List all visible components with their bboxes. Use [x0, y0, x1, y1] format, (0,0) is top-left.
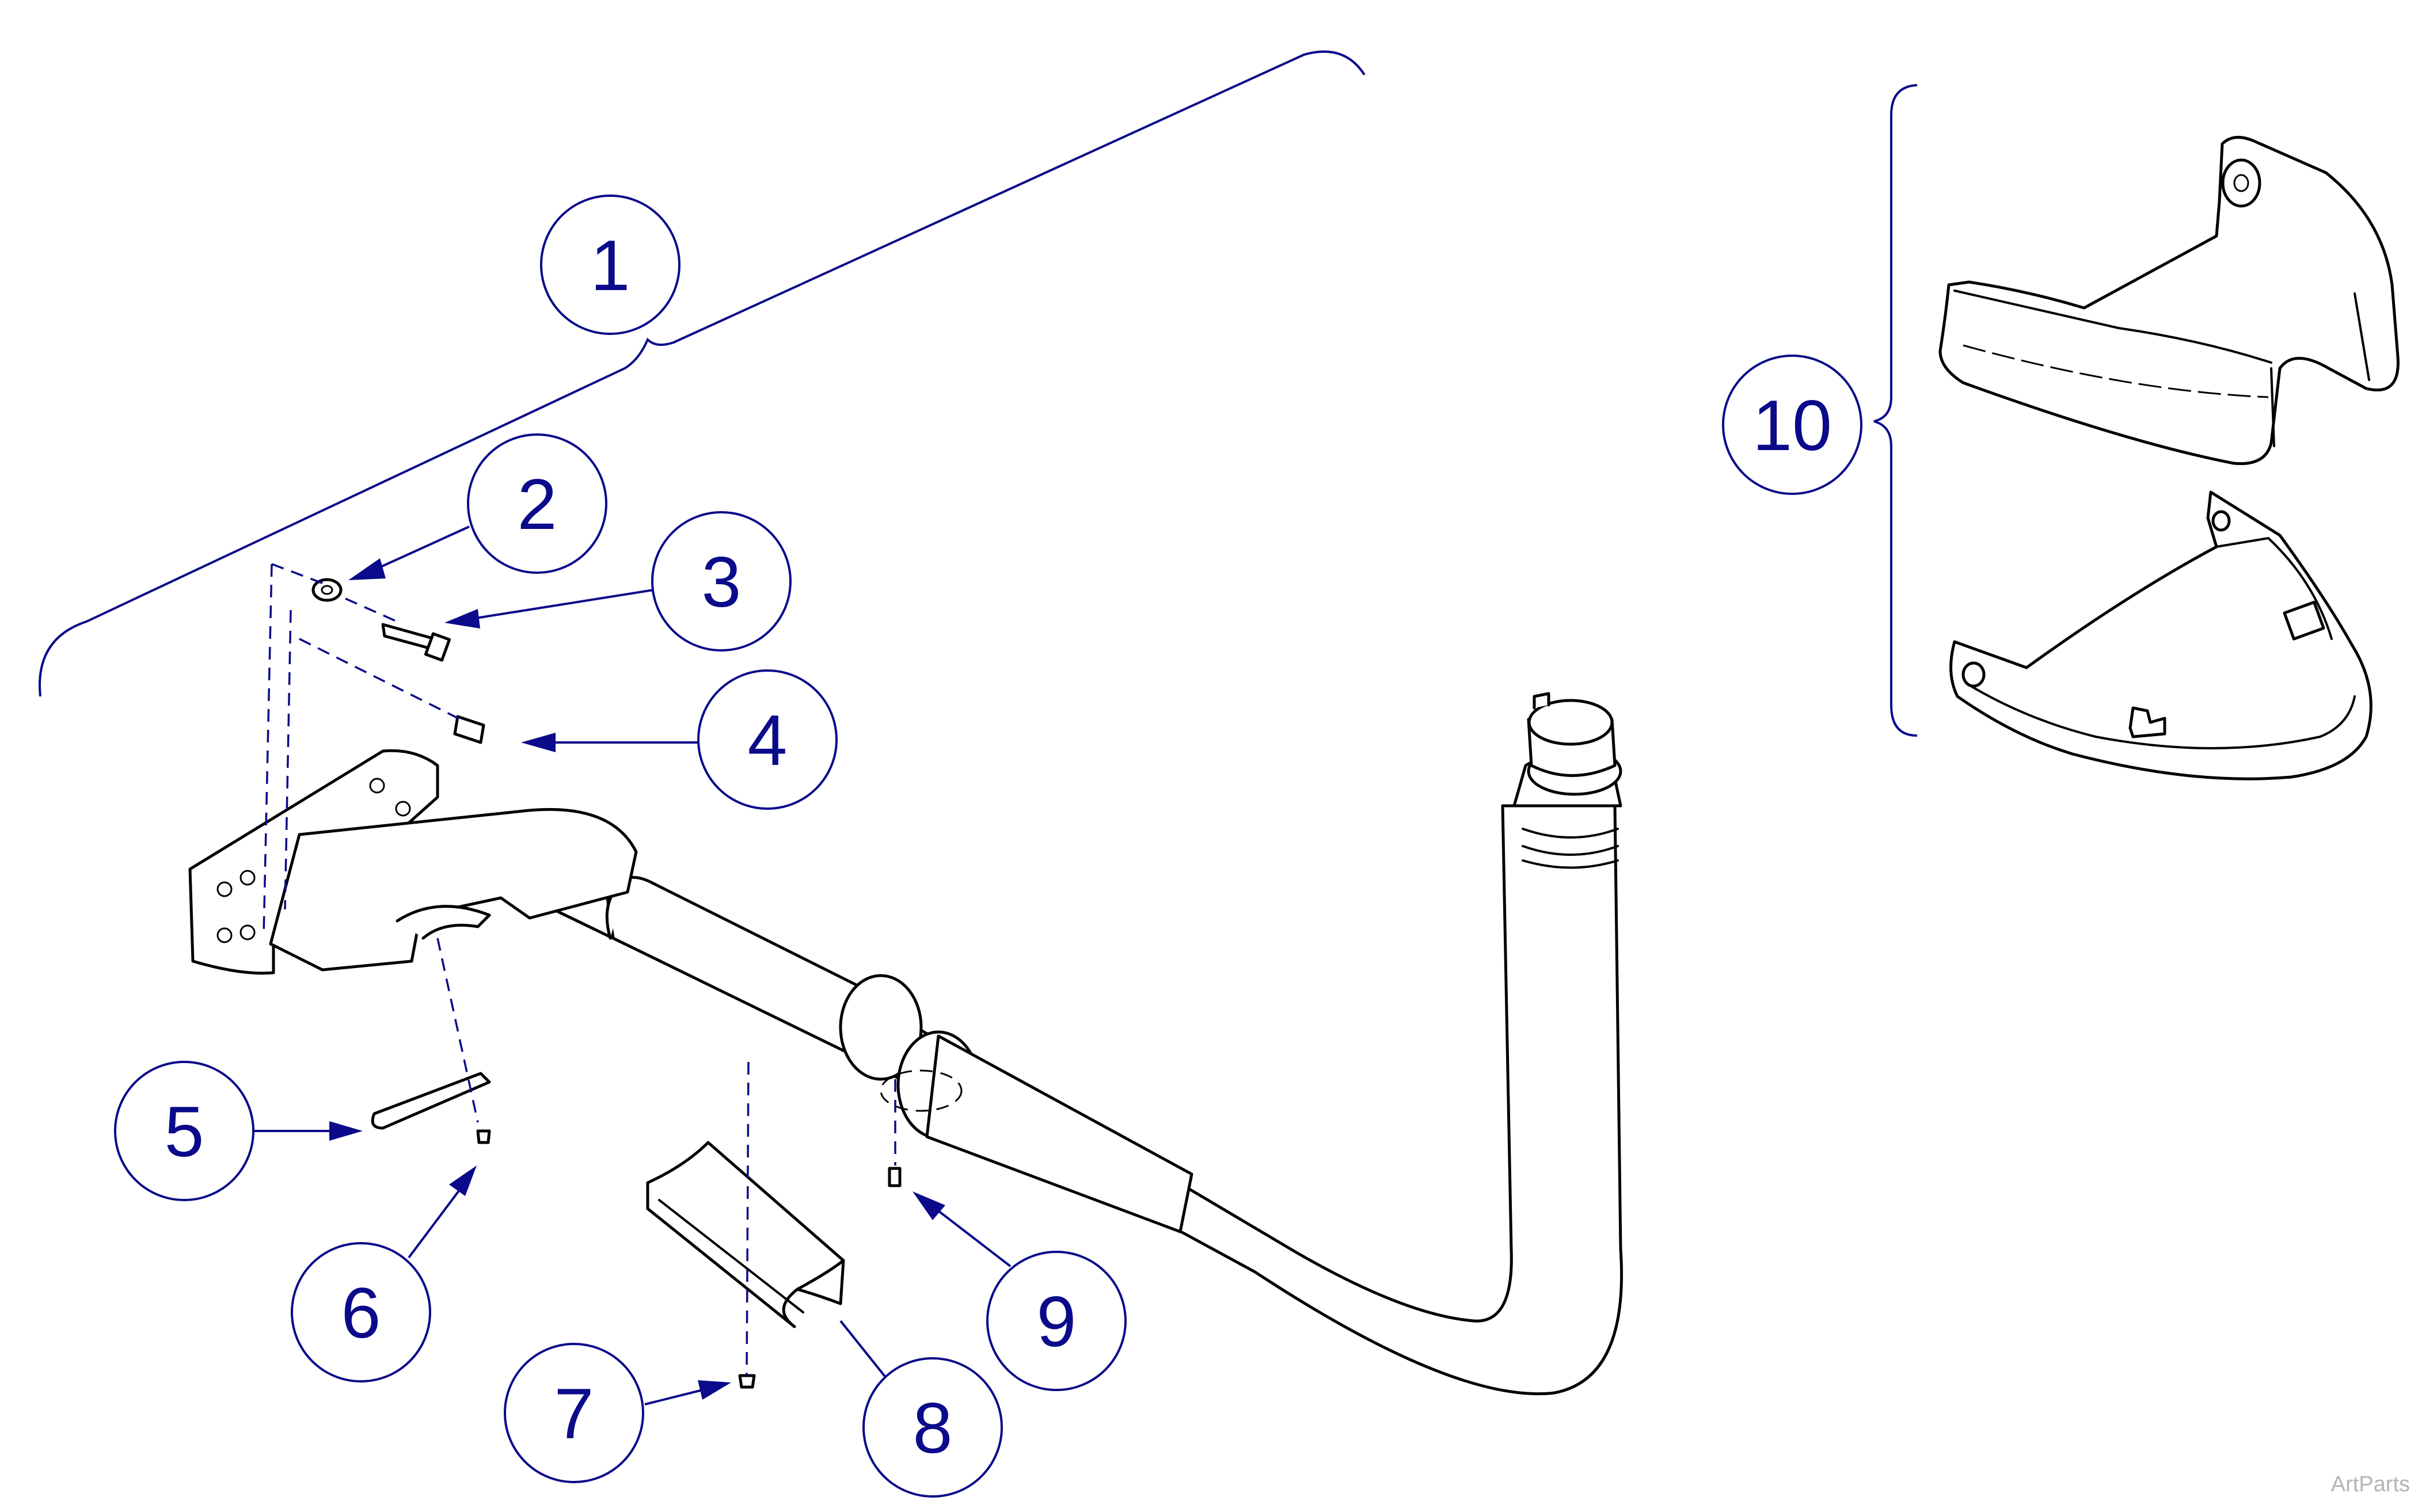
callout-10: 10 [1722, 355, 1862, 495]
set-screw-part [453, 715, 485, 744]
watermark: ArtParts [2330, 1472, 2410, 1496]
callout-8-label: 8 [913, 1389, 953, 1468]
callout-9-label: 9 [1037, 1282, 1077, 1362]
mount-bracket [188, 749, 638, 975]
assembly-dashes [263, 563, 896, 1376]
callout-8: 8 [862, 1357, 1003, 1498]
callout-2-label: 2 [518, 465, 557, 544]
cover-lower [1949, 490, 2373, 780]
leader-2 [348, 525, 470, 580]
leader-7 [644, 1380, 731, 1406]
washer-part [311, 578, 343, 602]
channel-part [646, 1141, 845, 1328]
callout-4-label: 4 [748, 701, 788, 780]
cover-set-brace [1873, 84, 1918, 737]
leader-6 [408, 1166, 477, 1259]
leader-8 [839, 1320, 888, 1380]
callout-4: 4 [697, 669, 838, 810]
cover-upper [1938, 136, 2400, 466]
screw-part [381, 623, 451, 662]
callout-3: 3 [651, 511, 792, 652]
callout-9: 9 [986, 1251, 1127, 1391]
pin-part [888, 1167, 902, 1187]
leader-9 [913, 1191, 1012, 1267]
assembly-brace [39, 50, 1366, 697]
callout-2: 2 [467, 433, 607, 574]
callout-7: 7 [504, 1343, 644, 1483]
callout-6-label: 6 [341, 1274, 381, 1353]
small-screw-part-7 [738, 1374, 756, 1389]
callout-5-label: 5 [165, 1092, 204, 1172]
small-screw-part-6 [476, 1129, 491, 1144]
leader-5 [253, 1121, 363, 1141]
callout-6: 6 [291, 1242, 431, 1382]
arm-tube [534, 692, 1624, 1396]
callout-10-label: 10 [1752, 386, 1832, 466]
callout-1: 1 [540, 195, 680, 335]
callout-1-label: 1 [591, 226, 630, 306]
callout-3-label: 3 [702, 543, 742, 622]
plate-part [371, 1072, 491, 1130]
callout-7-label: 7 [554, 1374, 594, 1454]
leader-4 [521, 733, 699, 752]
callout-5: 5 [114, 1061, 254, 1201]
leader-3 [444, 589, 654, 629]
